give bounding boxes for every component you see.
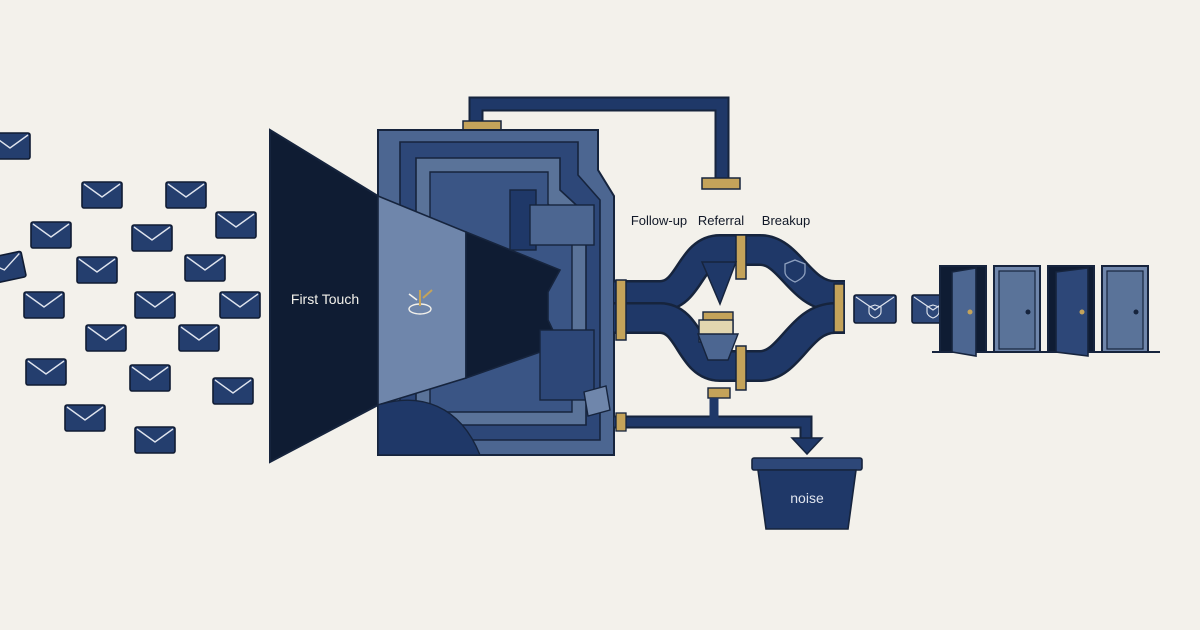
envelope-icon [212,377,254,405]
branch-pipes [614,234,845,399]
noise-drain [614,398,863,530]
door-icon [993,265,1041,353]
incoming-envelopes [0,132,261,454]
envelope-icon [134,291,176,319]
door-icon [939,265,987,357]
noise-bucket [757,469,857,530]
doors [932,265,1160,357]
envelope-icon [184,254,226,282]
envelope-icon [76,256,118,284]
envelope-icon [131,224,173,252]
envelope-icon [215,211,257,239]
envelope-icon [30,221,72,249]
envelope-icon [219,291,261,319]
follow-up-label: Follow-up [631,213,687,228]
door-icon [1101,265,1149,353]
feedback-pipe [462,96,741,190]
first-touch-label: First Touch [291,291,359,307]
breakup-label: Breakup [762,213,810,228]
gold-coupling-feedback [701,177,741,190]
noise-label: noise [790,490,824,506]
envelope-icon [0,250,28,286]
envelope-icon [134,426,176,454]
envelope-icon [81,181,123,209]
envelope-icon [165,181,207,209]
envelope-icon [0,132,31,160]
spark-icon [408,289,433,315]
door-icon [1047,265,1095,357]
envelope-icon [64,404,106,432]
arrow-down-icon [790,437,824,456]
envelope-icon [85,324,127,352]
envelope-icon [129,364,171,392]
referral-label: Referral [698,213,744,228]
envelope-icon [178,324,220,352]
machine-body [377,129,615,456]
envelope-icon [23,291,65,319]
shield-envelope-icon [853,294,897,324]
shield-icon [784,259,806,283]
envelope-icon [25,358,67,386]
